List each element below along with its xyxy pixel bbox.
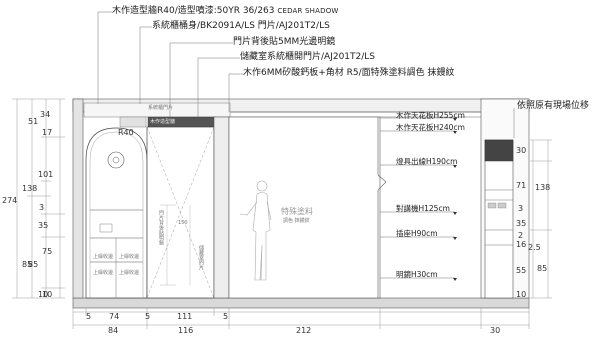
faint-arch-bottom-4: 上緣收邊: [119, 270, 140, 276]
callout-cabinet-body: 系統櫃桶身/BK2091A/LS 門片/AJ201T2/LS: [152, 21, 330, 32]
right-dim-lines: [530, 139, 552, 299]
level-mirror-30: 明鏡H30cm: [396, 270, 438, 279]
dim-51: 51: [28, 117, 39, 126]
dim-b-5b: 5: [145, 312, 151, 321]
level-leaders: [380, 117, 455, 279]
level-light-190: 燈具出線H190cm: [396, 157, 458, 166]
callout-wall-finish: 木作造型牆R40/造型噴漆:50YR 36/263 CEDAR SHADOW: [112, 6, 339, 17]
dim-b-30: 30: [490, 326, 501, 335]
level-markers: [453, 118, 457, 281]
callout-wall-finish-suffix: CEDAR SHADOW: [277, 7, 339, 15]
dim-b-116: 116: [178, 326, 194, 335]
dim-10-left: 10: [38, 290, 49, 299]
right-note: 依照原有現場位移: [517, 101, 590, 111]
dim-138-left: 138: [22, 184, 38, 193]
radius-label: R40: [118, 128, 134, 137]
faint-arch-top: 系統櫃門片: [148, 105, 174, 111]
level-ceiling-240: 木作天花板H240cm: [396, 123, 465, 132]
floor-slab: [72, 297, 530, 309]
dim-r-55: 55: [516, 266, 527, 275]
dim-r-2: 2: [518, 231, 524, 240]
callout-leaders: [97, 11, 243, 117]
dim-r-30: 30: [516, 146, 527, 155]
dim-10b-left: 10: [42, 290, 53, 299]
left-wall: [72, 98, 84, 299]
dim-r-85: 85: [537, 264, 548, 273]
dim-3-left: 3: [39, 203, 45, 212]
dim-35-left: 35: [38, 221, 49, 230]
arch-cabinet: [85, 127, 148, 299]
faint-arch-bottom-3: 上緣收邊: [93, 270, 114, 276]
dim-b-74: 74: [109, 312, 120, 321]
dim-r-16: 16: [516, 240, 527, 249]
bottom-dim-lines: [72, 308, 530, 329]
person-figure: [239, 180, 272, 281]
dim-r-138: 138: [535, 183, 551, 192]
dim-75: 75: [42, 247, 53, 256]
callout-cabinet-body-text: 系統櫃桶身/BK2091A/LS 門片/AJ201T2/LS: [152, 21, 330, 31]
dim-34: 34: [40, 110, 51, 119]
dim-r-10: 10: [516, 290, 527, 299]
dim-b-5a: 5: [86, 312, 92, 321]
faint-arch-bottom-2: 上緣收邊: [119, 254, 140, 260]
faint-door-right: 儲藏室門片: [198, 245, 204, 270]
dim-b-212: 212: [296, 326, 312, 335]
dim-b-84: 84: [108, 326, 119, 335]
dim-101: 101: [38, 170, 54, 179]
callout-door-mirror: 門片背後貼5MM光邊明鏡: [233, 37, 335, 48]
faint-panel-vertical: 門片背後貼明鏡: [158, 210, 164, 245]
storage-door: [146, 126, 215, 299]
dim-r-2-5: 2.5: [528, 243, 541, 252]
faint-door-mid: 150: [178, 220, 188, 226]
level-intercom-125: 對講機H125cm: [396, 204, 450, 213]
left-dim-lines: [12, 98, 65, 299]
callout-storage-door: 儲藏室系統櫃開門片/AJ201T2/LS: [240, 52, 375, 63]
faint-arch-bottom-1: 上緣收邊: [93, 254, 114, 260]
level-socket-90: 插座H90cm: [396, 229, 438, 238]
callout-door-mirror-text: 門片背後貼5MM光邊明鏡: [233, 37, 336, 47]
callout-calcium-board-text: 木作6MM矽酸鈣板+角材 R5/面特殊塗料調色 抹鏝紋: [243, 68, 455, 78]
callout-wall-finish-text: 木作造型牆R40/造型噴漆:50YR 36/263: [112, 6, 275, 16]
callout-storage-door-text: 儲藏室系統櫃開門片/AJ201T2/LS: [240, 52, 376, 62]
faint-arch-top2: 木作造型牆: [150, 119, 176, 125]
dim-85-inner: 85: [28, 260, 39, 269]
dim-b-5c: 5: [223, 312, 229, 321]
dim-r-35: 35: [516, 219, 527, 228]
dim-85-left: 85: [22, 260, 33, 269]
mirror-wall: [228, 116, 387, 299]
dim-r-3: 3: [518, 204, 524, 213]
dim-outer-274: 274: [2, 196, 18, 205]
dim-17: 17: [42, 128, 53, 137]
callout-calcium-board: 木作6MM矽酸鈣板+角材 R5/面特殊塗料調色 抹鏝紋: [243, 68, 455, 79]
special-paint-sub: 調色 抹鏝紋: [283, 218, 310, 224]
right-cabinet: [484, 139, 514, 299]
level-ceiling-255: 木作天花板H255cm: [396, 111, 465, 120]
dim-r-71: 71: [516, 181, 527, 190]
special-paint-title: 特殊塗料: [281, 207, 313, 216]
dim-b-111: 111: [177, 312, 193, 321]
